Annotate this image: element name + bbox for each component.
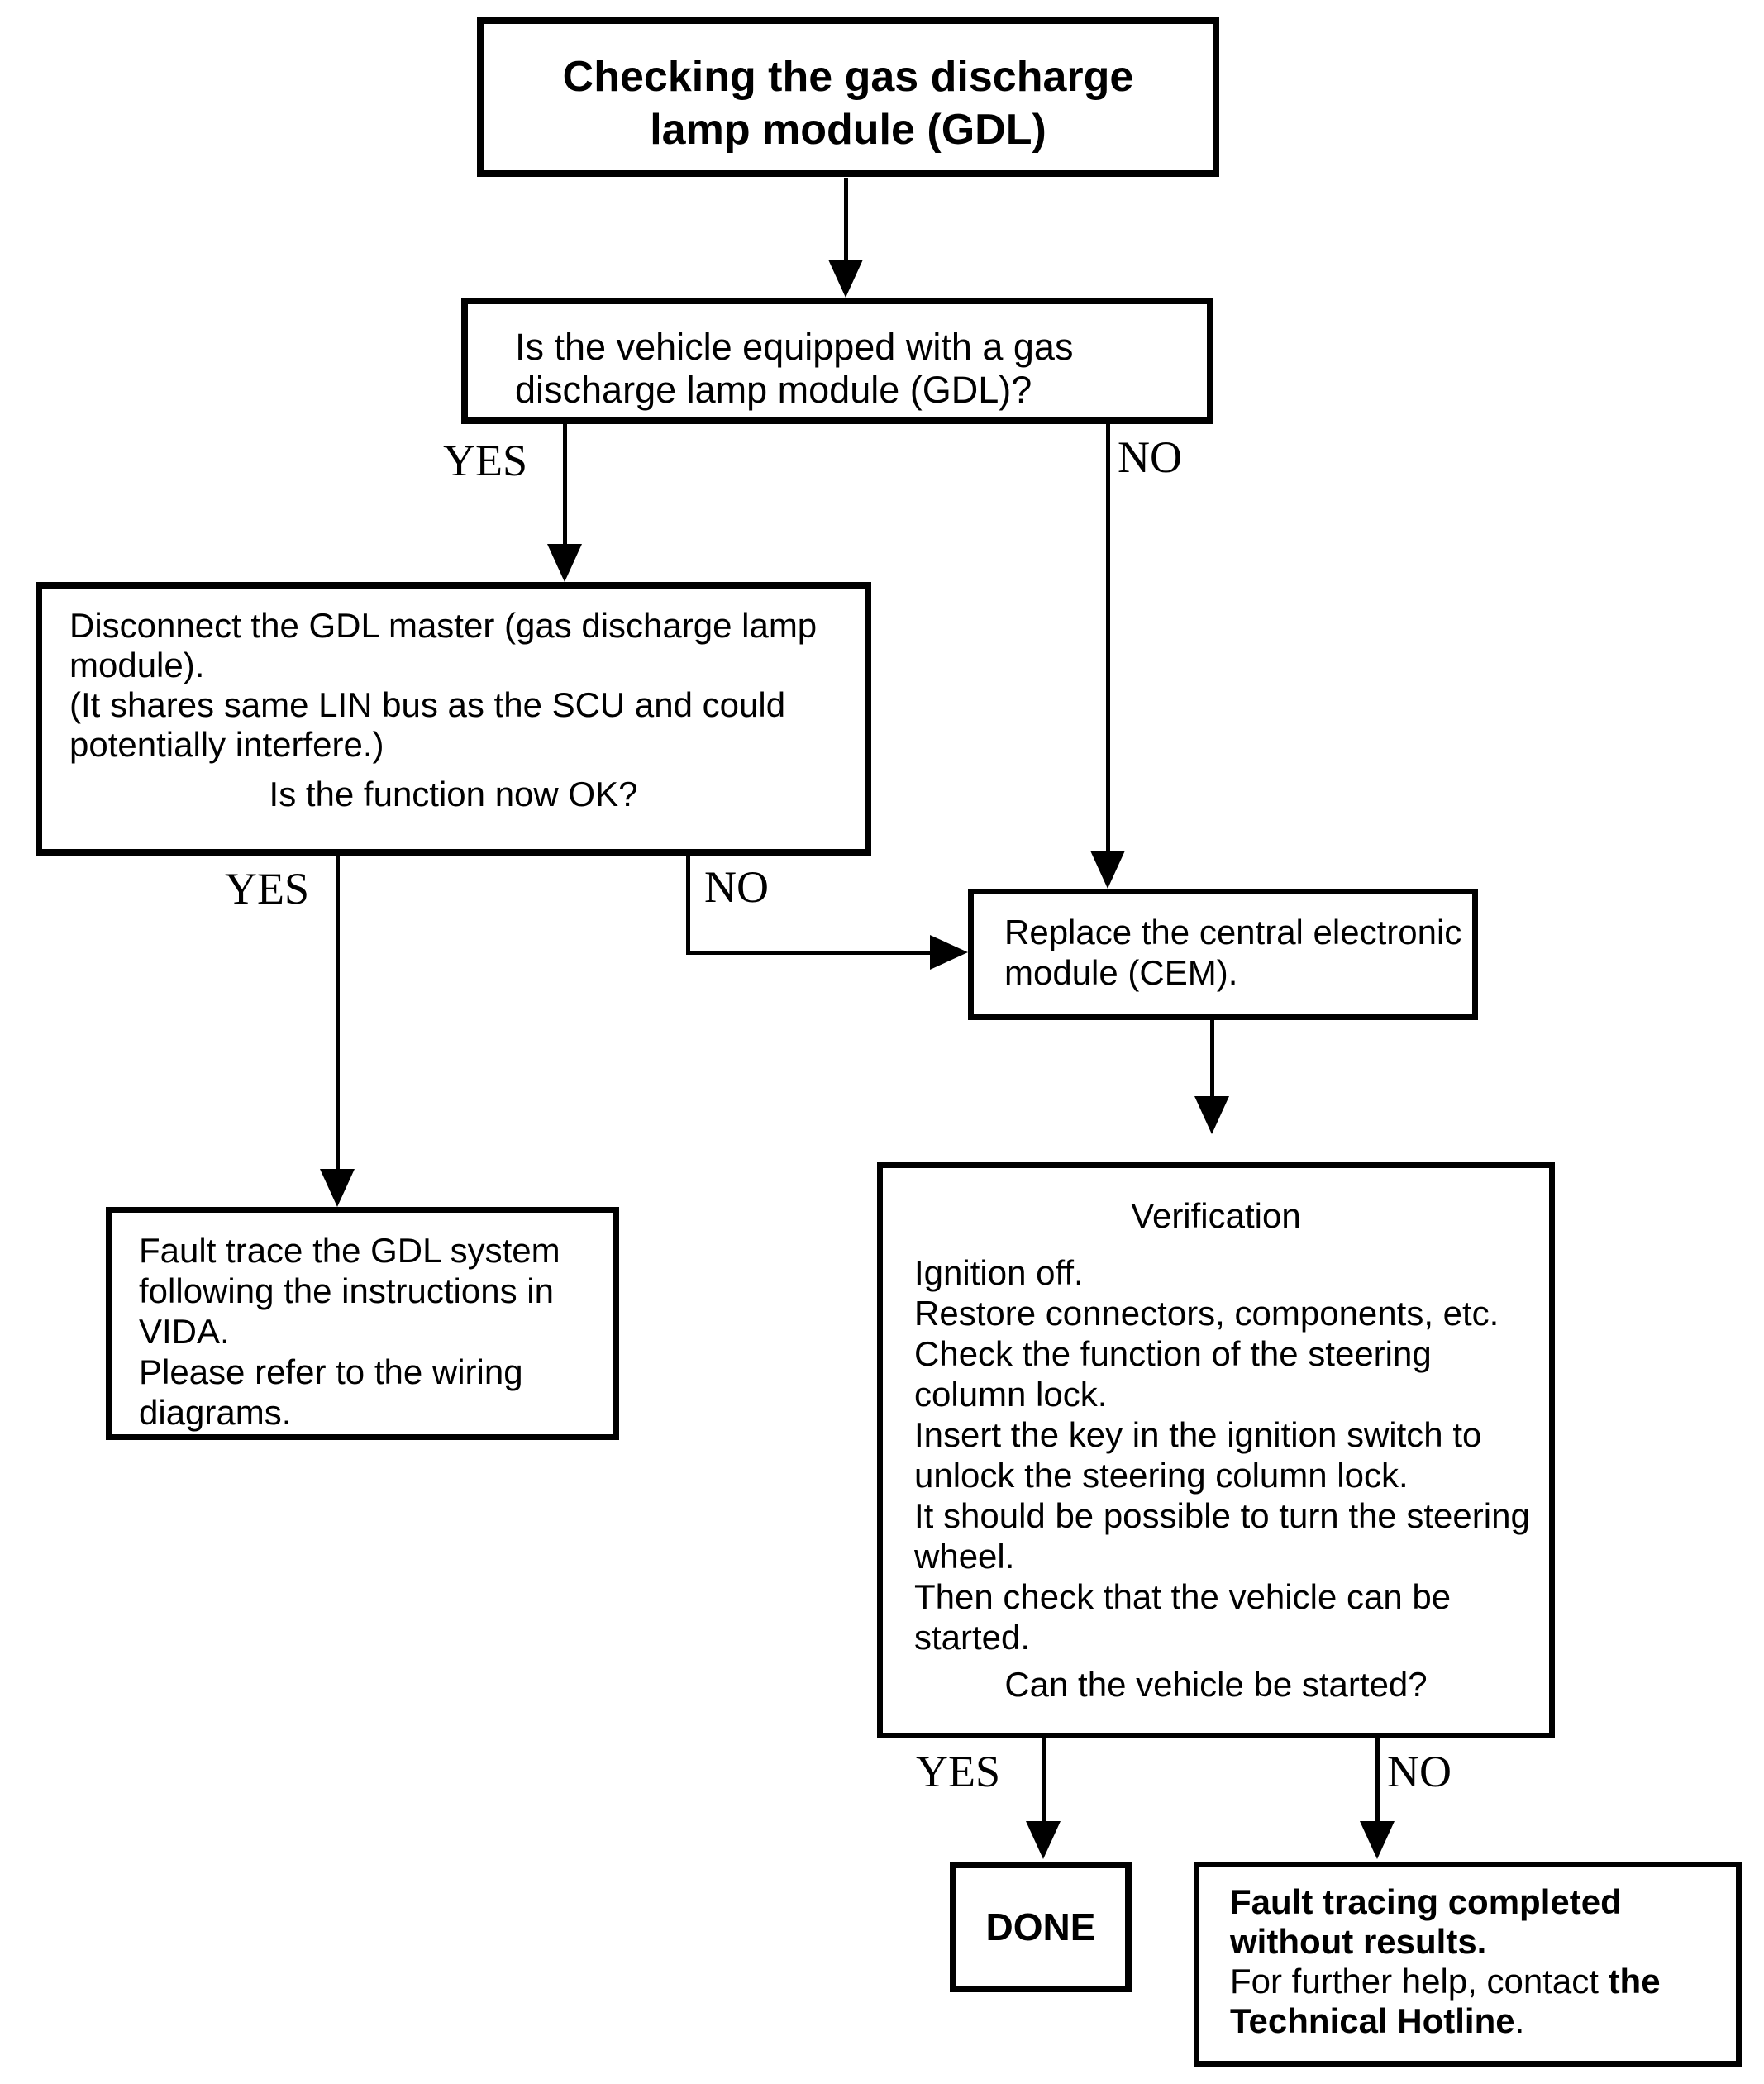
arrowhead-right bbox=[930, 935, 968, 970]
connector-disconnect-no-vertical bbox=[686, 856, 690, 955]
edge-label-no: NO bbox=[704, 862, 769, 912]
vehicle-start-question: Can the vehicle be started? bbox=[1004, 1665, 1428, 1704]
text-line: VIDA. bbox=[139, 1312, 230, 1351]
verification-body: Ignition off. Restore connectors, compon… bbox=[883, 1252, 1549, 1657]
text-line: Disconnect the GDL master (gas discharge… bbox=[69, 606, 818, 645]
text-line: (It shares same LIN bus as the SCU and c… bbox=[69, 685, 786, 724]
title-line: Checking the gas discharge bbox=[562, 53, 1134, 101]
text-line: Fault trace the GDL system bbox=[139, 1231, 560, 1270]
text-line: following the instructions in bbox=[139, 1271, 554, 1310]
arrowhead-down bbox=[547, 544, 582, 582]
text-line: module). bbox=[69, 646, 205, 684]
connector-q1-no bbox=[1106, 423, 1110, 854]
connector-cem-to-verification bbox=[1210, 1019, 1214, 1099]
arrowhead-down bbox=[1194, 1096, 1229, 1134]
arrowhead-down bbox=[1360, 1821, 1395, 1859]
final-bold-intro: Fault tracing completed without results. bbox=[1230, 1882, 1622, 1961]
text-line: potentially interfere.) bbox=[69, 725, 384, 764]
text-line: Restore connectors, components, etc. bbox=[914, 1294, 1499, 1333]
text-line: column lock. bbox=[914, 1375, 1108, 1414]
text-line: discharge lamp module (GDL)? bbox=[515, 369, 1032, 411]
arrowhead-down bbox=[828, 260, 863, 298]
edge-label-no: NO bbox=[1387, 1747, 1452, 1796]
text-line: Is the vehicle equipped with a gas bbox=[515, 326, 1074, 368]
arrowhead-down bbox=[1026, 1821, 1061, 1859]
edge-label-yes: YES bbox=[225, 864, 310, 913]
connector-q1-yes bbox=[563, 423, 567, 547]
text-line: Ignition off. bbox=[914, 1253, 1084, 1292]
fault-trace-vida-box: Fault trace the GDL system following the… bbox=[106, 1207, 619, 1440]
text-line: wheel. bbox=[914, 1537, 1015, 1576]
edge-label-yes: YES bbox=[916, 1747, 1001, 1796]
done-box: DONE bbox=[950, 1862, 1132, 1992]
arrowhead-down bbox=[320, 1169, 355, 1207]
connector-verification-no bbox=[1375, 1738, 1380, 1824]
final-bold-hotline: the Technical Hotline bbox=[1230, 1962, 1661, 2040]
text-line: Check the function of the steering bbox=[914, 1334, 1432, 1373]
title-line: lamp module (GDL) bbox=[650, 106, 1046, 154]
text-line: started. bbox=[914, 1618, 1031, 1657]
connector-disconnect-yes bbox=[336, 856, 340, 1173]
final-suffix: . bbox=[1514, 2001, 1525, 2040]
title-box: Checking the gas discharge lamp module (… bbox=[477, 17, 1219, 177]
final-normal-text: For further help, contact bbox=[1230, 1962, 1609, 2001]
text-line: unlock the steering column lock. bbox=[914, 1456, 1409, 1495]
arrowhead-down bbox=[1090, 851, 1125, 889]
connector-title-to-q1 bbox=[844, 178, 848, 263]
done-label: DONE bbox=[985, 1905, 1096, 1948]
text-line: module (CEM). bbox=[1004, 953, 1238, 992]
fault-tracing-completed-box: Fault tracing completed without results.… bbox=[1194, 1862, 1742, 2067]
text-line: Please refer to the wiring bbox=[139, 1352, 523, 1391]
text-line: diagrams. bbox=[139, 1393, 292, 1432]
text-line: Then check that the vehicle can be bbox=[914, 1577, 1452, 1616]
edge-label-yes: YES bbox=[443, 436, 528, 485]
text-line: It should be possible to turn the steeri… bbox=[914, 1496, 1530, 1535]
verification-box: Verification Ignition off. Restore conne… bbox=[877, 1162, 1555, 1738]
question-gdl-equipped-box: Is the vehicle equipped with a gas disch… bbox=[461, 298, 1213, 424]
connector-disconnect-no-horizontal bbox=[686, 951, 932, 955]
replace-cem-box: Replace the central electronic module (C… bbox=[968, 889, 1478, 1020]
verification-heading: Verification bbox=[1131, 1196, 1301, 1235]
connector-verification-yes bbox=[1042, 1738, 1046, 1824]
final-box-text: Fault tracing completed without results.… bbox=[1230, 1882, 1711, 2041]
disconnect-gdl-master-box: Disconnect the GDL master (gas discharge… bbox=[36, 582, 871, 856]
edge-label-no: NO bbox=[1118, 432, 1182, 482]
text-line: Insert the key in the ignition switch to bbox=[914, 1415, 1482, 1454]
text-line: Replace the central electronic bbox=[1004, 913, 1462, 951]
function-ok-question: Is the function now OK? bbox=[269, 775, 638, 813]
